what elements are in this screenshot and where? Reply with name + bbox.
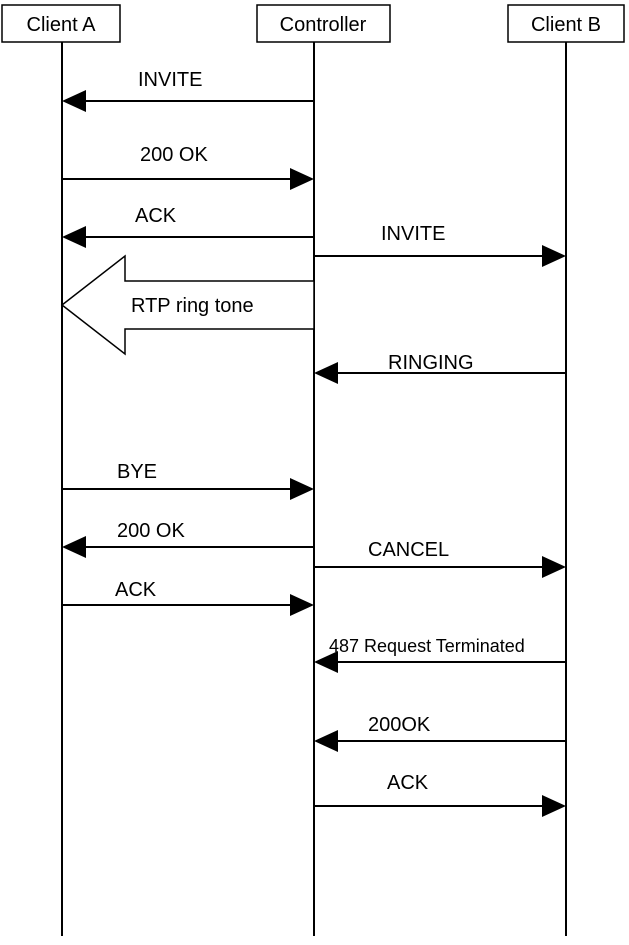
message-label: 200 OK	[140, 144, 208, 166]
participant-label-controller: Controller	[280, 14, 367, 36]
participant-client-a: Client A	[1, 4, 121, 43]
message-label: ACK	[135, 205, 177, 227]
message-200ok-to-controller: 200OK	[314, 714, 566, 752]
message-label: CANCEL	[368, 539, 449, 561]
message-200-ok-to-client-a: 200 OK	[62, 520, 314, 558]
participant-label-client-a: Client A	[27, 14, 97, 36]
message-ack-to-client-a: ACK	[62, 205, 314, 248]
message-invite-to-client-b: INVITE	[314, 223, 566, 267]
message-ack-to-controller: ACK	[62, 579, 314, 616]
message-cancel-to-client-b: CANCEL	[314, 539, 566, 578]
message-ringing-to-controller: RINGING	[314, 352, 566, 384]
message-bye-to-controller: BYE	[62, 461, 314, 500]
message-label: 487 Request Terminated	[329, 636, 525, 656]
participant-client-b: Client B	[507, 4, 625, 43]
message-label: BYE	[117, 461, 157, 483]
message-label: ACK	[115, 579, 157, 601]
participant-controller: Controller	[256, 4, 391, 43]
message-label: RINGING	[388, 352, 474, 374]
message-label: 200OK	[368, 714, 431, 736]
message-ack-to-client-b: ACK	[314, 772, 566, 817]
message-label: ACK	[387, 772, 429, 794]
message-200-ok-to-controller: 200 OK	[62, 144, 314, 190]
message-label: INVITE	[381, 223, 445, 245]
message-label: 200 OK	[117, 520, 185, 542]
message-label: RTP ring tone	[131, 295, 254, 317]
message-487-request-terminated: 487 Request Terminated	[314, 636, 566, 673]
media-stream-rtp-ring-tone: RTP ring tone	[60, 254, 315, 356]
participant-label-client-b: Client B	[531, 14, 601, 36]
message-label: INVITE	[138, 69, 202, 91]
message-invite-to-client-a: INVITE	[62, 69, 314, 112]
